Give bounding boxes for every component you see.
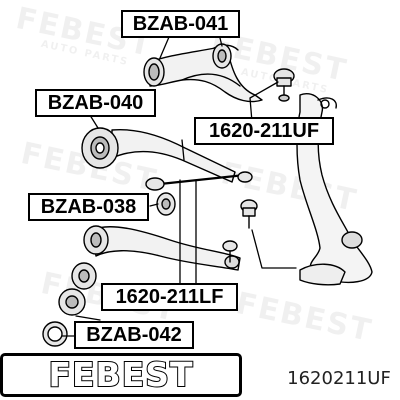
- febest-logo: FEBEST: [0, 353, 242, 397]
- lower-link-ball-joint: [240, 199, 258, 229]
- part-number: 1620211UF: [287, 368, 391, 389]
- bushing-ring: [42, 321, 68, 347]
- logo-text: FEBEST: [47, 355, 194, 395]
- hub-bracket: [299, 263, 346, 286]
- lower-ball-joint: [222, 240, 238, 263]
- leader-lines: [61, 29, 297, 337]
- part-label-bzab-042: BZAB-042: [74, 321, 194, 349]
- part-label-1620-211lf: 1620-211LF: [101, 283, 238, 311]
- part-label-bzab-040: BZAB-040: [35, 89, 156, 117]
- part-label-bzab-041: BZAB-041: [121, 10, 240, 38]
- part-label-bzab-038: BZAB-038: [28, 193, 149, 221]
- tension-strut: [81, 127, 236, 183]
- small-bushing: [156, 192, 176, 216]
- upper-control-arm: [149, 44, 263, 103]
- upper-ball-joint: [273, 68, 295, 102]
- lower-control-arm: [83, 225, 241, 271]
- lower-arm-bushing: [58, 262, 97, 316]
- tie-rod: [145, 171, 253, 191]
- part-label-1620-211uf: 1620-211UF: [194, 117, 334, 145]
